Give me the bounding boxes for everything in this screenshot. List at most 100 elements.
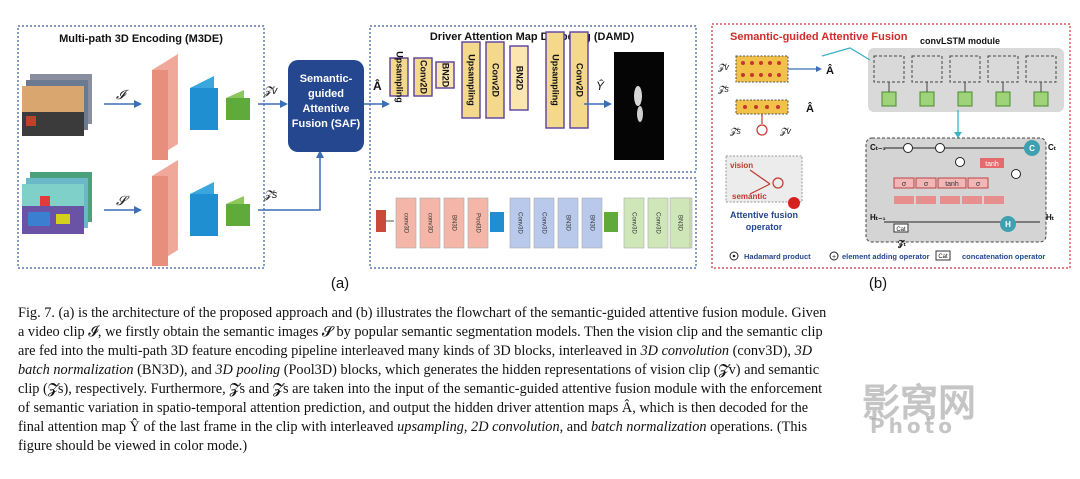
hadamard-icon xyxy=(729,251,739,261)
decoder-block-label: Upsampling xyxy=(467,54,477,106)
decoder-block xyxy=(435,61,455,89)
decoder-block-label: Upsampling xyxy=(395,51,405,103)
decoder-block-label: BN2D xyxy=(515,66,525,91)
add-icon xyxy=(829,251,839,261)
decoder-block-label: Conv2D xyxy=(575,63,585,98)
input-i-label: 𝓘 xyxy=(116,87,129,102)
encoder-detail-label: conv3D xyxy=(426,213,432,234)
video-clip-frames xyxy=(22,74,92,136)
zv-label: 𝓩v xyxy=(263,85,279,97)
decoder-block xyxy=(389,57,409,97)
svg-text:𝓩v: 𝓩v xyxy=(717,62,729,73)
watermark-cn: 影窝网 xyxy=(862,381,977,425)
convlstm-cube xyxy=(881,91,897,107)
encoder-detail-block xyxy=(647,197,669,249)
m3de-title: Multi-path 3D Encoding (M3DE) xyxy=(59,33,223,45)
encoder-detail-block xyxy=(467,197,489,249)
decoder-block-label: Conv2D xyxy=(419,60,429,95)
damd-title: Driver Attention Map Decoding (DAMD) xyxy=(430,31,635,43)
encoder-detail-block xyxy=(509,197,531,249)
encoder-detail-block xyxy=(581,197,603,249)
svg-text:+: + xyxy=(832,254,836,261)
encoder-detail-label: BN3D xyxy=(676,215,682,232)
encoder-detail-label: Conv3D xyxy=(516,212,522,234)
encoder-detail-label: Conv3D xyxy=(540,212,546,234)
convlstm-cube xyxy=(995,91,1011,107)
zs-label: 𝓩s xyxy=(263,189,278,201)
encoder-detail-label: BN3D xyxy=(564,215,570,232)
convlstm-cells xyxy=(873,55,1057,107)
figure: Multi-path 3D Encoding (M3DE) 𝓘 𝓢 xyxy=(17,23,1071,292)
svg-text:𝓩v: 𝓩v xyxy=(779,126,791,137)
attention-chains: 𝓩v 𝓩s Â Â 𝓩s 𝓩v xyxy=(717,55,834,137)
cat-icon xyxy=(935,250,951,261)
semantic-encoder-blocks xyxy=(152,160,250,266)
saf-label-1: Semantic- xyxy=(300,73,353,85)
encoder-detail-label: BN3D xyxy=(588,215,594,232)
decoder-block xyxy=(569,31,589,129)
svg-text:σ: σ xyxy=(976,181,981,188)
svg-text:Hadamard product: Hadamard product xyxy=(744,252,811,261)
saf-detail-box xyxy=(711,23,1071,269)
saf-block xyxy=(288,60,364,152)
svg-text:Cₜ: Cₜ xyxy=(1048,143,1057,152)
y-hat-label: Ŷ xyxy=(596,78,605,93)
svg-text:Cat: Cat xyxy=(938,254,948,260)
legend: Hadamard product + element adding operat… xyxy=(729,250,1045,261)
encoder-mid-block xyxy=(490,212,504,232)
encoder-detail-block xyxy=(533,197,555,249)
panel-a-label: (a) xyxy=(331,275,349,292)
svg-text:element adding operator: element adding operator xyxy=(842,252,930,261)
svg-text:𝓩ₜ: 𝓩ₜ xyxy=(898,238,907,249)
encoder-detail-block xyxy=(419,197,441,249)
a-hat-label: Â xyxy=(373,78,382,93)
encoder-detail-label: BN3D xyxy=(450,215,456,232)
encoder-detail-box xyxy=(369,177,697,269)
decoder-block xyxy=(413,57,433,97)
svg-text:tanh: tanh xyxy=(985,161,999,168)
decoder-blocks: Upsampling Conv2D BN2D Upsampling Conv2D BN2D… xyxy=(389,31,589,129)
encoder-detail-block xyxy=(395,197,417,249)
svg-text:Â: Â xyxy=(826,64,834,77)
decoder-block-label: Upsampling xyxy=(551,54,561,106)
decoder-block-label: Conv2D xyxy=(491,63,501,98)
semantic-label: semantic xyxy=(732,192,767,201)
convlstm-title: convLSTM module xyxy=(920,36,1000,46)
svg-text:Â: Â xyxy=(806,102,814,115)
vision-encoder-blocks xyxy=(152,54,250,160)
input-s-label: 𝓢 xyxy=(116,193,130,208)
saf-label-3: Attentive xyxy=(302,103,349,115)
encoder-detail-label: Pool3D xyxy=(474,213,480,233)
saf-label-2: guided xyxy=(308,88,344,100)
svg-text:Hₜ₋₁: Hₜ₋₁ xyxy=(870,213,886,222)
decoder-block xyxy=(485,41,505,119)
encoder-detail-block xyxy=(557,197,579,249)
encoder-detail-label: Conv3D xyxy=(654,212,660,234)
decoder-block xyxy=(509,45,529,111)
panel-b-title: Semantic-guided Attentive Fusion xyxy=(730,31,908,43)
encoder-detail-block xyxy=(623,197,645,249)
svg-text:σ: σ xyxy=(902,181,907,188)
figure-caption: Fig. 7. (a) is the architecture of the p… xyxy=(18,305,827,454)
svg-text:H: H xyxy=(1005,220,1011,229)
encoder-input-block xyxy=(376,210,386,232)
attention-map-output xyxy=(614,52,664,160)
svg-text:Cₜ₋₁: Cₜ₋₁ xyxy=(870,143,886,152)
encoder-detail-block xyxy=(669,197,691,249)
decoder-block xyxy=(545,31,565,129)
attentive-fusion-operator: vision semantic Attentive fusion operato… xyxy=(725,155,803,232)
svg-text:𝓩s: 𝓩s xyxy=(729,126,741,137)
lstm-cell-detail: Cₜ₋₁ Cₜ C tanh σ σ tanh σ Hₜ₋₁ Cat H xyxy=(865,137,1057,249)
encoder-detail-block xyxy=(443,197,465,249)
decoder-block-label: BN2D xyxy=(441,63,451,88)
convlstm-cube xyxy=(919,91,935,107)
svg-text:σ: σ xyxy=(924,181,929,188)
saf-label-4: Fusion (SAF) xyxy=(292,118,361,130)
convlstm-module xyxy=(868,48,1064,112)
watermark-en: Photo xyxy=(870,414,956,438)
convlstm-cube xyxy=(957,91,973,107)
vision-label: vision xyxy=(730,161,753,170)
panel-b-label: (b) xyxy=(869,275,887,292)
svg-text:Cat: Cat xyxy=(896,227,906,233)
